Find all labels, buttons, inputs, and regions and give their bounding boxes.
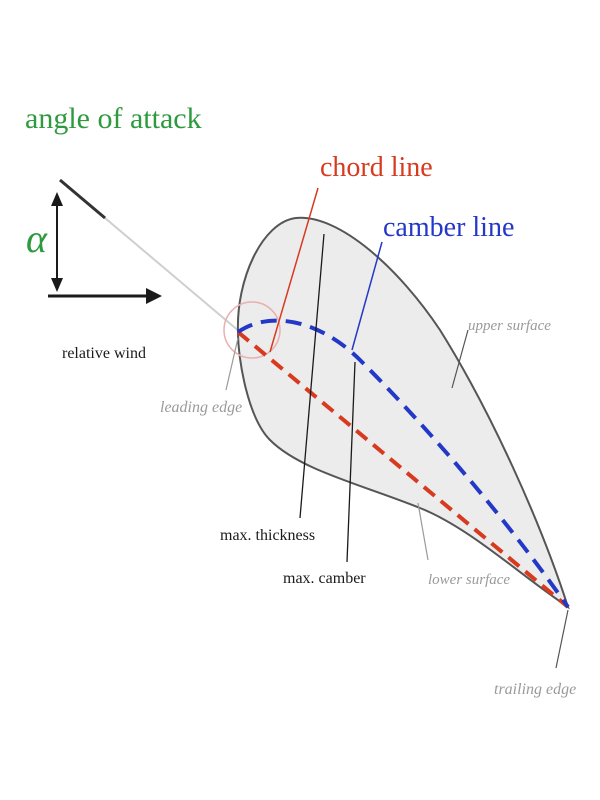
relative-wind-label: relative wind xyxy=(62,345,146,362)
leading-edge-callout xyxy=(225,337,239,391)
camber-line xyxy=(236,318,570,609)
angle-of-attack-label: angle of attack xyxy=(25,102,202,135)
max-camber-line xyxy=(346,361,356,563)
airfoil-shape xyxy=(236,216,570,610)
chord-line-label: chord line xyxy=(320,152,433,183)
max-camber-label: max. camber xyxy=(283,570,366,587)
chord-callout-line xyxy=(269,187,319,353)
alpha-symbol: α xyxy=(26,216,48,261)
alpha-arrowhead-bottom xyxy=(51,278,63,292)
upper-surface-callout xyxy=(451,329,469,389)
trailing-edge-label: trailing edge xyxy=(494,681,576,698)
alpha-arrowhead-top xyxy=(51,192,63,206)
relative-wind-extension-dark xyxy=(59,178,106,220)
lower-surface-callout xyxy=(417,502,429,561)
camber-line-label: camber line xyxy=(383,212,514,243)
camber-callout-line xyxy=(351,241,383,351)
lower-surface-label: lower surface xyxy=(428,572,510,588)
max-thickness-line xyxy=(299,233,325,519)
upper-surface-label: upper surface xyxy=(468,318,551,334)
relative-wind-arrowhead xyxy=(146,288,162,304)
max-thickness-label: max. thickness xyxy=(220,527,315,544)
leading-edge-label: leading edge xyxy=(160,399,242,416)
leading-edge-circle xyxy=(223,301,281,359)
chord-line xyxy=(236,330,570,609)
trailing-edge-callout xyxy=(555,609,569,669)
